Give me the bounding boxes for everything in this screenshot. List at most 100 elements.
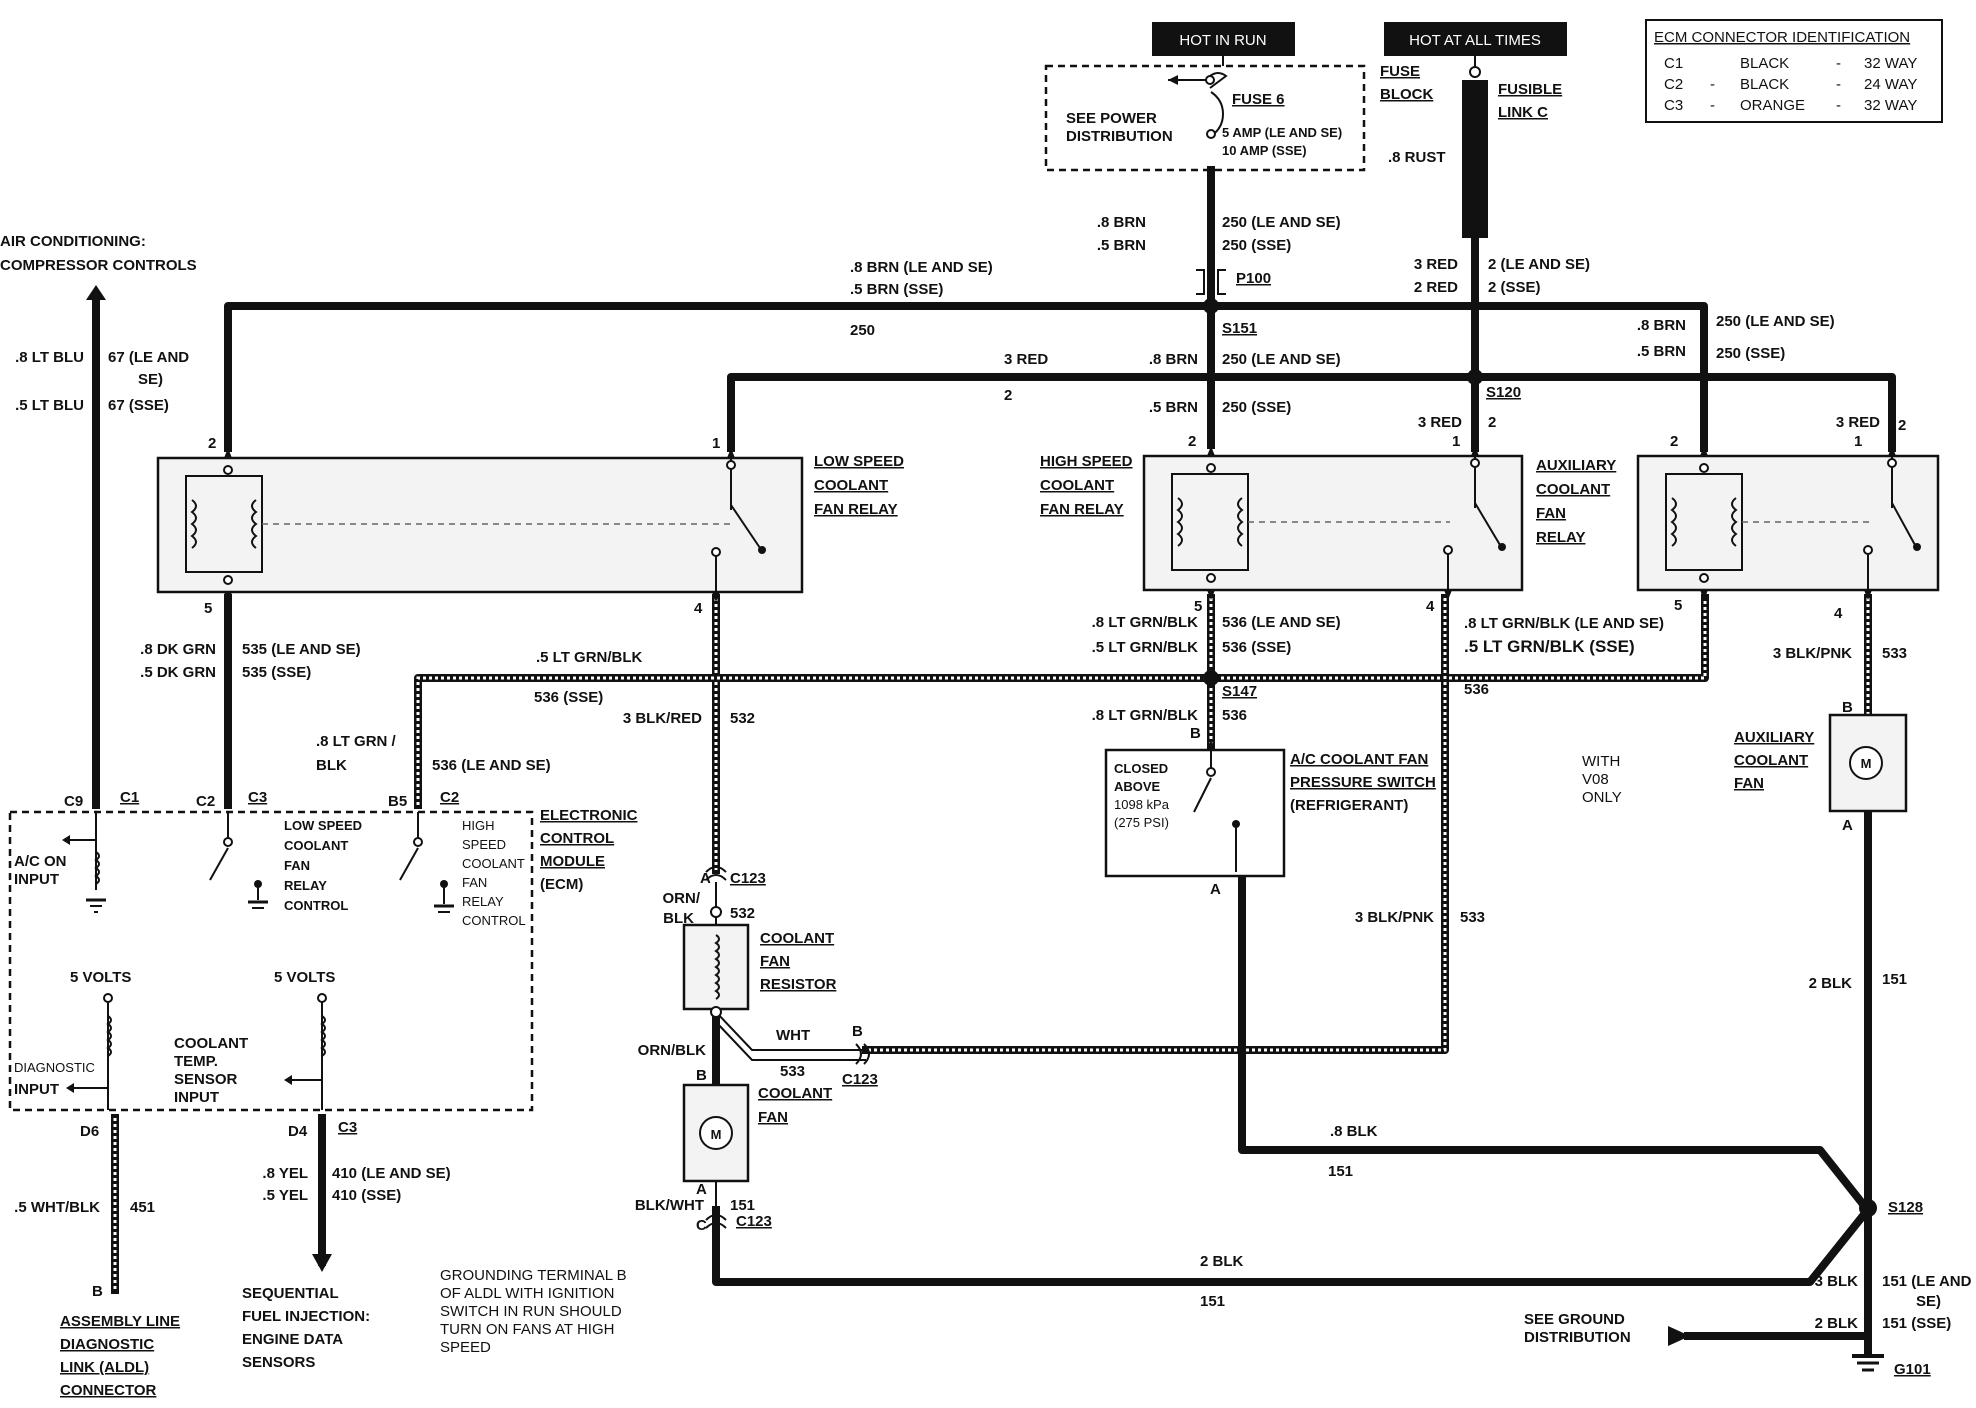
svg-text:.8 LT GRN/BLK: .8 LT GRN/BLK — [1092, 707, 1199, 724]
svg-text:RELAY: RELAY — [1536, 529, 1585, 546]
svg-text:536: 536 — [1222, 707, 1247, 724]
svg-text:FUSIBLE: FUSIBLE — [1498, 81, 1562, 98]
svg-text:C: C — [696, 1217, 707, 1234]
svg-text:A: A — [700, 870, 711, 887]
svg-text:.5 BRN: .5 BRN — [1097, 237, 1146, 254]
auxiliary-coolant-fan-motor: M — [1828, 713, 1908, 813]
svg-text:B: B — [696, 1067, 707, 1084]
svg-text:ONLY: ONLY — [1582, 789, 1622, 806]
svg-text:A: A — [1842, 817, 1853, 834]
svg-text:ASSEMBLY LINE: ASSEMBLY LINE — [60, 1313, 180, 1330]
svg-text:BLACK: BLACK — [1740, 55, 1789, 72]
svg-text:3 BLK/PNK: 3 BLK/PNK — [1355, 909, 1434, 926]
svg-text:CONNECTOR: CONNECTOR — [60, 1382, 157, 1399]
svg-text:.8 LT GRN /: .8 LT GRN / — [316, 733, 397, 750]
ground-icon — [248, 900, 268, 909]
svg-text:2 (LE AND SE): 2 (LE AND SE) — [1488, 256, 1590, 273]
svg-text:C9: C9 — [64, 793, 83, 810]
svg-text:1: 1 — [712, 435, 720, 452]
svg-text:536: 536 — [1464, 681, 1489, 698]
svg-text:C123: C123 — [730, 870, 766, 887]
svg-text:32 WAY: 32 WAY — [1864, 55, 1917, 72]
wire-250-low-relay — [224, 302, 1215, 452]
svg-text:SPEED: SPEED — [462, 837, 506, 852]
electronic-control-module — [8, 810, 534, 1112]
svg-text:533: 533 — [1460, 909, 1485, 926]
svg-text:D4: D4 — [288, 1123, 308, 1140]
svg-text:FAN: FAN — [1536, 505, 1566, 522]
high-speed-relay-label: HIGH SPEED COOLANT FAN RELAY — [1040, 453, 1133, 518]
rust-wire-label: .8 RUST — [1388, 149, 1446, 166]
see-power-distribution: SEE POWER — [1066, 110, 1157, 127]
svg-text:GROUNDING TERMINAL B: GROUNDING TERMINAL B — [440, 1267, 627, 1284]
low-speed-control-label: LOW SPEED COOLANT FAN RELAY CONTROL — [284, 818, 362, 913]
connector-c123 — [705, 866, 870, 1229]
svg-text:3 RED: 3 RED — [1004, 351, 1048, 368]
svg-text:B: B — [852, 1023, 863, 1040]
svg-text:SEQUENTIAL: SEQUENTIAL — [242, 1285, 339, 1302]
svg-text:WITH: WITH — [1582, 753, 1620, 770]
svg-text:RESISTOR: RESISTOR — [760, 976, 837, 993]
fuse-block: SEE POWER DISTRIBUTION FUSE 6 5 AMP (LE … — [1044, 56, 1433, 172]
wire-2-aux-relay — [1471, 373, 1896, 452]
svg-text:.8 BRN: .8 BRN — [1097, 214, 1146, 231]
wire-151-fan — [712, 1206, 1872, 1286]
ground-icon — [86, 898, 106, 913]
svg-text:2: 2 — [1488, 414, 1496, 431]
svg-text:RELAY: RELAY — [462, 894, 504, 909]
svg-text:536 (SSE): 536 (SSE) — [1222, 639, 1291, 656]
hot-in-run-tag: HOT IN RUN — [1152, 22, 1295, 56]
svg-text:A/C ON: A/C ON — [14, 853, 67, 870]
svg-text:250 (LE AND SE): 250 (LE AND SE) — [1716, 313, 1835, 330]
svg-text:B: B — [92, 1283, 103, 1300]
svg-text:-: - — [1836, 97, 1841, 114]
svg-text:BLK: BLK — [316, 757, 347, 774]
motor-icon: M — [711, 1127, 722, 1142]
auxiliary-coolant-fan-relay — [1636, 446, 1940, 600]
with-v08-label: WITH V08 ONLY — [1582, 753, 1622, 806]
svg-text:532: 532 — [730, 710, 755, 727]
svg-text:(275 PSI): (275 PSI) — [1114, 815, 1169, 830]
svg-text:COOLANT: COOLANT — [760, 930, 834, 947]
svg-text:-: - — [1836, 76, 1841, 93]
low-speed-relay-label: LOW SPEED COOLANT FAN RELAY — [814, 453, 904, 518]
svg-text:(ECM): (ECM) — [540, 876, 583, 893]
ac-coolant-fan-pressure-switch — [1104, 740, 1286, 878]
svg-text:151 (SSE): 151 (SSE) — [1882, 1315, 1951, 1332]
ecm-label: ELECTRONIC CONTROL MODULE (ECM) — [540, 807, 638, 893]
splice-s151 — [1203, 298, 1219, 314]
svg-text:C1: C1 — [120, 789, 139, 806]
svg-text:.8 DK GRN: .8 DK GRN — [140, 641, 216, 658]
s128-label: S128 — [1888, 1199, 1923, 1216]
svg-text:32 WAY: 32 WAY — [1864, 97, 1917, 114]
svg-text:A: A — [696, 1181, 707, 1198]
ecm-table-title: ECM CONNECTOR IDENTIFICATION — [1654, 29, 1910, 46]
svg-text:C2: C2 — [1664, 76, 1683, 93]
svg-text:DIAGNOSTIC: DIAGNOSTIC — [14, 1060, 95, 1075]
splice-s120 — [1467, 369, 1483, 385]
ac-controls-label: AIR CONDITIONING: — [0, 233, 146, 250]
svg-text:.8 BRN: .8 BRN — [1149, 351, 1198, 368]
svg-text:OF ALDL WITH IGNITION: OF ALDL WITH IGNITION — [440, 1285, 614, 1302]
svg-text:FAN RELAY: FAN RELAY — [1040, 501, 1124, 518]
svg-text:COOLANT: COOLANT — [1040, 477, 1114, 494]
svg-text:3 BLK: 3 BLK — [1815, 1273, 1859, 1290]
svg-text:ORANGE: ORANGE — [1740, 97, 1805, 114]
svg-text:B: B — [1842, 699, 1853, 716]
svg-text:4: 4 — [1834, 605, 1843, 622]
svg-text:BLOCK: BLOCK — [1380, 86, 1433, 103]
svg-text:.5 LT GRN/BLK (SSE): .5 LT GRN/BLK (SSE) — [1464, 637, 1635, 656]
svg-text:24 WAY: 24 WAY — [1864, 76, 1917, 93]
svg-text:LOW SPEED: LOW SPEED — [814, 453, 904, 470]
svg-text:C123: C123 — [736, 1213, 772, 1230]
svg-text:3 RED: 3 RED — [1836, 414, 1880, 431]
fuse-6-label: FUSE 6 — [1232, 91, 1285, 108]
svg-text:MODULE: MODULE — [540, 853, 605, 870]
splice-s147 — [1203, 670, 1219, 686]
svg-text:.5 LT GRN/BLK: .5 LT GRN/BLK — [1092, 639, 1199, 656]
svg-text:SENSORS: SENSORS — [242, 1354, 315, 1371]
ac-on-input-label: A/C ON INPUT — [14, 853, 67, 888]
svg-text:410 (LE AND SE): 410 (LE AND SE) — [332, 1165, 451, 1182]
ground-icon — [434, 904, 454, 913]
p100-label: P100 — [1236, 270, 1271, 287]
